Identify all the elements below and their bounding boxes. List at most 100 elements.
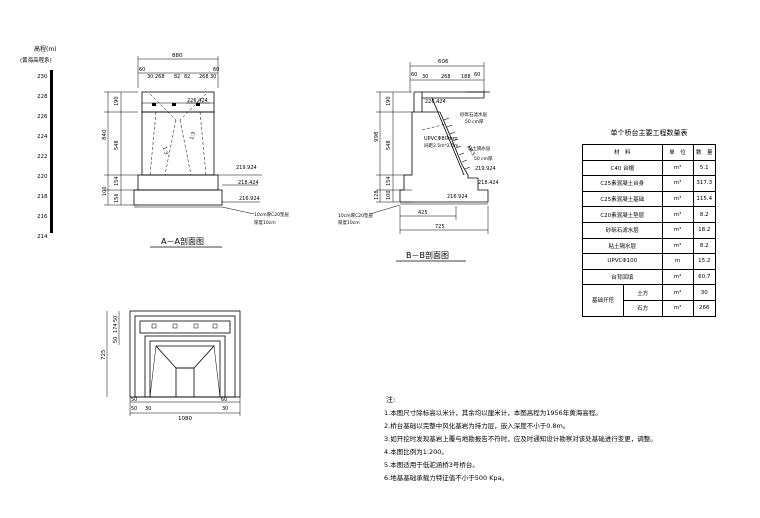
bb-elev-top: 226.424: [425, 99, 446, 105]
row-unit: m³: [661, 159, 694, 177]
table-row: 基础开挖 土方 m³ 30: [582, 284, 716, 317]
note-item: 2.桥台基础以完整中风化基岩为持力层，嵌入深度不小于0.8m。: [384, 422, 570, 430]
table-header-row: 材 料 单 位 数 量: [582, 144, 716, 161]
bb-elev-mid: 219.924: [475, 166, 496, 172]
row-qty: 60.7: [692, 268, 716, 286]
aa-dim-30a: 30: [147, 74, 153, 80]
elev-tick-216: 216: [37, 214, 48, 220]
plan-dim-60: 60: [221, 397, 227, 403]
bb-cap-top: [414, 91, 485, 98]
aa-elev-bottom: 216.924: [239, 196, 260, 202]
plan-dim-50a: 50: [113, 316, 119, 322]
aa-dim-840: 840: [102, 129, 108, 140]
bb-elev-low: 218.424: [478, 180, 499, 186]
aa-elev-mid: 219.924: [236, 165, 257, 171]
bb-dim-100: 100: [386, 190, 392, 200]
note-item: 6.地基基础承载力特征值不小于500 Kpa。: [384, 474, 509, 482]
elevation-subheader: (黄海高程系): [20, 56, 52, 64]
aa-dim-154: 154: [114, 176, 120, 186]
elevation-scale: 高程(m) (黄海高程系) 230 228 226 224 222 220 21…: [20, 45, 57, 240]
bb-filter-hatch: [443, 117, 471, 170]
bb-gravel-thk: 50 cm厚: [465, 119, 484, 125]
notes: 注: 1.本图尺寸除标高以米计，其余均以厘米计，本图高程为1956年黄海高程。 …: [384, 394, 684, 485]
bb-dim-188: 188: [461, 74, 471, 80]
row-name: 砂砾石滤水层: [582, 221, 663, 239]
bb-front-face: [399, 92, 415, 202]
plan-outer: [129, 310, 241, 398]
row-unit: m³: [661, 299, 694, 317]
bb-elev-bottom: 216.924: [447, 194, 468, 200]
row-qty: 5.1: [692, 159, 716, 177]
plan-dim-1080: 1080: [178, 416, 192, 422]
aa-slope-left: 1:3: [161, 146, 169, 155]
plan-view: 50 174 50 725 50 50 30 60 30 1080: [101, 310, 241, 422]
row-qty: 8.2: [692, 237, 716, 255]
aa-cushion-1: 10cm厚C20垫层: [254, 211, 289, 218]
row-qty: 8.2: [692, 206, 716, 223]
elev-tick-224: 224: [37, 134, 48, 140]
bb-slope: 1:0.5: [465, 144, 476, 157]
elev-tick-220: 220: [37, 174, 48, 180]
aa-elev-low: 218.424: [238, 180, 259, 186]
row-name: C25素混凝土台身: [582, 175, 663, 192]
row-qty: 115.4: [692, 190, 716, 208]
aa-dim-30b: 30: [210, 74, 216, 80]
row-unit: m³: [661, 284, 694, 301]
bb-dim-30: 30: [422, 74, 428, 80]
aa-elev-top: 226.424: [187, 98, 208, 104]
bb-footing: [400, 175, 489, 203]
row-name: C40 台帽: [582, 159, 663, 177]
row-unit: m: [661, 253, 694, 270]
elev-tick-222: 222: [37, 154, 48, 160]
table-row: 石方 m³ 266: [583, 299, 716, 317]
elevation-ticks: 230 228 226 224 222 220 218 216 214: [37, 74, 48, 240]
aa-dim-total: 880: [172, 53, 183, 59]
note-item: 4.本图比例为1:200。: [384, 448, 448, 456]
row-unit: m³: [661, 221, 694, 239]
row-qty: 30: [692, 284, 716, 301]
bb-back-slope: [439, 111, 469, 176]
elev-tick-228: 228: [37, 94, 48, 100]
plan-dim-50b: 50: [113, 337, 119, 343]
table-header-material: 材 料: [582, 144, 663, 161]
elev-tick-230: 230: [37, 74, 48, 80]
section-bb: 606 60 30 268 188 60 190 998 548 154 128…: [338, 59, 499, 262]
bb-dim-60b: 60: [474, 72, 480, 78]
plan-cap: [139, 320, 231, 334]
plan-dim-50b-b: 50: [131, 406, 137, 412]
bb-dim-190: 190: [386, 96, 392, 106]
bb-spacing: 间距2.5m*2.5m: [424, 142, 458, 149]
row-qty: 317.3: [692, 175, 716, 192]
aa-dim-268b: 268: [199, 74, 209, 80]
quantity-table-title: 单个桥台主要工程数量表: [610, 129, 688, 137]
plan-dim-725: 725: [101, 349, 107, 360]
bb-title: B－B剖面图: [406, 250, 449, 260]
plan-dim-50a-b: 50: [131, 397, 137, 403]
plan-dim-30a: 30: [145, 406, 151, 412]
bb-dim-268: 268: [441, 74, 451, 80]
row-qty: 15.2: [692, 253, 716, 270]
aa-dim-100: 100: [102, 186, 108, 196]
section-aa: 880 60 30 268 82 82 268 30 60 190 840 54…: [102, 53, 289, 248]
aa-slope-right: 1:3: [189, 131, 197, 140]
row-unit: m³: [661, 206, 694, 223]
row-name-excavation: 基础开挖: [582, 284, 624, 317]
bb-cushion-1: 10cm厚C20垫层: [338, 212, 373, 219]
aa-dim-190: 190: [114, 96, 120, 106]
row-qty: 18.2: [692, 221, 716, 239]
bb-dim-128: 128: [374, 190, 380, 200]
row-name: 粘土隔水层: [582, 237, 663, 255]
bb-dim-154: 154: [386, 176, 392, 186]
aa-dim-60b: 60: [213, 67, 219, 73]
elev-tick-226: 226: [37, 114, 48, 120]
bb-dim-548: 548: [386, 140, 392, 150]
